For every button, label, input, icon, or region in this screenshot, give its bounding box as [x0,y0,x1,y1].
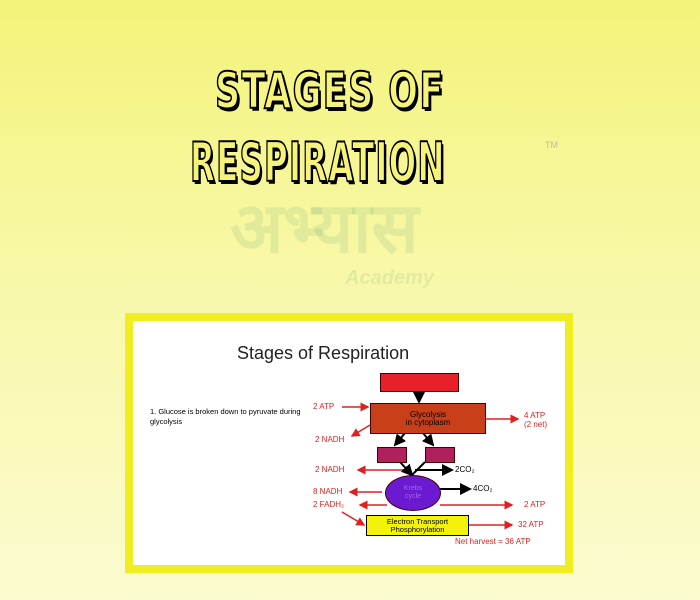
pyruvate-box-right [425,447,455,463]
label-2nadh-1: 2 NADH [315,435,345,444]
glycolysis-box: Glycolysis in cytoplasm [370,403,486,434]
label-2atp-in: 2 ATP [313,402,335,411]
label-net-harvest: Net harvest = 36 ATP [455,537,531,546]
label-4atp: 4 ATP (2 net) [524,411,548,429]
label-4co2: 4CO₂ [473,484,493,493]
label-2atp: 2 ATP [524,500,546,509]
slide-point: 1. Glucose is broken down to pyruvate du… [150,407,301,426]
slide-panel [125,313,573,573]
label-2fadh2: 2 FADH₂ [313,500,345,509]
krebs-cycle: Krebs cycle [385,475,441,511]
label-8nadh: 8 NADH [313,487,343,496]
label-2nadh-2: 2 NADH [315,465,345,474]
slide-heading: Stages of Respiration [237,343,410,363]
label-2co2: 2CO₂ [455,465,475,474]
etp-box: Electron Transport Phosphorylation [366,515,469,536]
glucose-box [380,373,459,392]
watermark-sub: Academy [345,267,434,289]
watermark-logo: अभ्यास [230,189,419,267]
label-32atp: 32 ATP [518,520,544,529]
title-line1: STAGES OF [214,62,445,120]
trademark: TM [545,140,558,150]
title-line2: RESPIRATION [189,131,446,194]
pyruvate-box-left [377,447,407,463]
